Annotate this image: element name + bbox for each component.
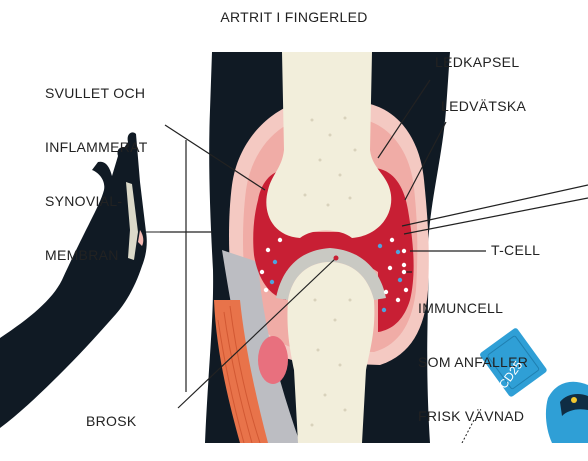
label-line: MEMBRAN	[45, 246, 148, 264]
label-line: FRISK VÄVNAD	[418, 407, 528, 425]
label-line: SYNOVIAL-	[45, 192, 148, 210]
diagram-title: ARTRIT I FINGERLED	[0, 8, 588, 26]
label-cartilage: BROSK	[86, 412, 137, 430]
label-t-cell: T-CELL	[491, 241, 540, 259]
label-line: INFLAMMERAT	[45, 138, 148, 156]
blood-vessel	[258, 336, 288, 384]
diagram-canvas: ARTRIT I FINGERLED SVULLET OCH INFLAMMER…	[0, 0, 588, 443]
label-joint-capsule: LEDKAPSEL	[435, 53, 519, 71]
cd25-receptor-second	[546, 382, 588, 443]
label-synovial-fluid: LEDVÄTSKA	[441, 97, 526, 115]
cartilage-point-marker	[334, 256, 339, 261]
lower-bone	[287, 262, 374, 443]
immunecell-marker	[402, 270, 406, 274]
label-line: SVULLET OCH	[45, 84, 148, 102]
label-line: IMMUNCELL	[418, 299, 528, 317]
hand-bracket	[160, 140, 212, 392]
tcell-marker	[402, 249, 406, 253]
label-inflamed-synovial-membrane: SVULLET OCH INFLAMMERAT SYNOVIAL- MEMBRA…	[45, 48, 148, 300]
